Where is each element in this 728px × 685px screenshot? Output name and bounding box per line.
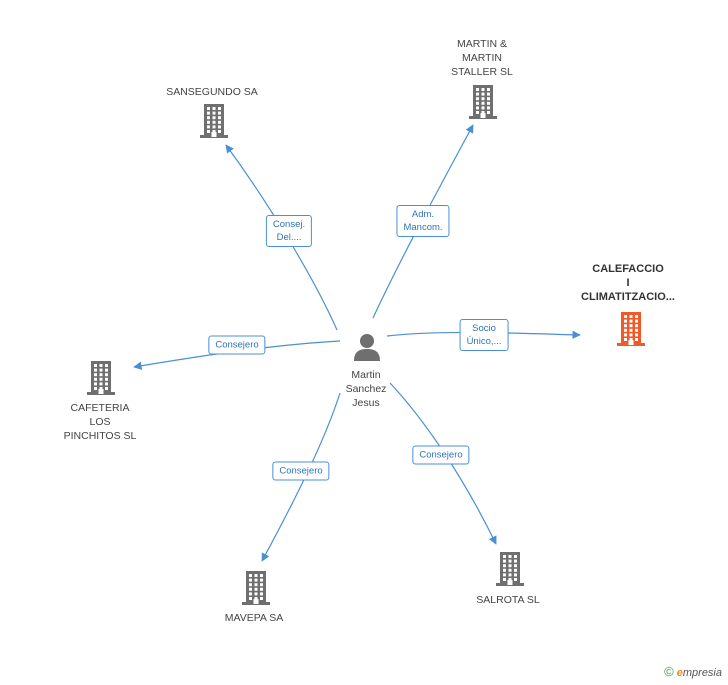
relation-label-line: Adm. [411, 209, 435, 220]
relation-label-line: Del.... [276, 232, 302, 243]
brand-initial: e [676, 667, 683, 679]
building-icon[interactable] [468, 84, 498, 125]
company-label-martin-martin[interactable]: MARTIN & MARTIN STALLER SL [451, 37, 513, 79]
relation-label-mavepa[interactable]: Consejero [272, 461, 330, 481]
company-label-line: LOS [89, 416, 111, 428]
building-icon[interactable] [199, 103, 229, 144]
footer-brand: © empresia [664, 664, 722, 679]
company-label-line: CLIMATITZACIO... [581, 291, 675, 303]
person-name[interactable]: Martin Sanchez Jesus [346, 368, 387, 410]
company-label-cafeteria[interactable]: CAFETERIA LOS PINCHITOS SL [64, 401, 137, 443]
relation-label-line: Socio [472, 323, 496, 334]
relation-label-salrota[interactable]: Consejero [412, 445, 470, 465]
person-name-line: Jesus [352, 397, 380, 409]
relation-label-line: Consej. [272, 219, 306, 230]
person-name-line: Martin [351, 369, 381, 381]
relation-label-line: Consejero [419, 449, 463, 461]
company-label-line: SALROTA SL [476, 594, 540, 606]
relation-label-cafeteria[interactable]: Consejero [208, 335, 266, 355]
company-label-line: MARTIN [461, 52, 503, 64]
person-name-line: Sanchez [345, 383, 387, 395]
company-label-salrota[interactable]: SALROTA SL [476, 593, 539, 607]
relation-label-sansegundo[interactable]: Consej. Del.... [265, 215, 313, 247]
company-label-line: CAFETERIA [70, 402, 130, 414]
person-icon[interactable] [352, 332, 382, 367]
brand-name: mpresia [682, 667, 722, 679]
relation-label-line: Mancom. [403, 222, 443, 233]
relation-label-calefaccio[interactable]: Socio Único,... [459, 319, 509, 351]
relation-label-line: Único,... [466, 336, 502, 347]
company-label-sansegundo[interactable]: SANSEGUNDO SA [166, 85, 258, 99]
company-label-mavepa[interactable]: MAVEPA SA [225, 611, 284, 625]
company-label-line: I [626, 277, 630, 289]
company-label-line: STALLER SL [451, 66, 513, 78]
company-label-line: MARTIN & [457, 38, 507, 50]
building-icon[interactable] [495, 551, 525, 592]
company-label-line: MAVEPA SA [224, 612, 284, 624]
company-label-line: SANSEGUNDO SA [166, 86, 258, 98]
relation-label-line: Consejero [279, 465, 323, 477]
building-icon[interactable] [241, 570, 271, 611]
company-label-line: CALEFACCIO [592, 263, 664, 275]
copyright-icon: © [664, 664, 674, 679]
company-label-line: PINCHITOS SL [63, 430, 137, 442]
building-icon[interactable] [86, 360, 116, 401]
relation-label-martin-martin[interactable]: Adm. Mancom. [396, 205, 450, 237]
relation-label-line: Consejero [215, 339, 259, 351]
company-label-calefaccio[interactable]: CALEFACCIO I CLIMATITZACIO... [581, 262, 675, 304]
building-icon[interactable] [616, 311, 646, 352]
